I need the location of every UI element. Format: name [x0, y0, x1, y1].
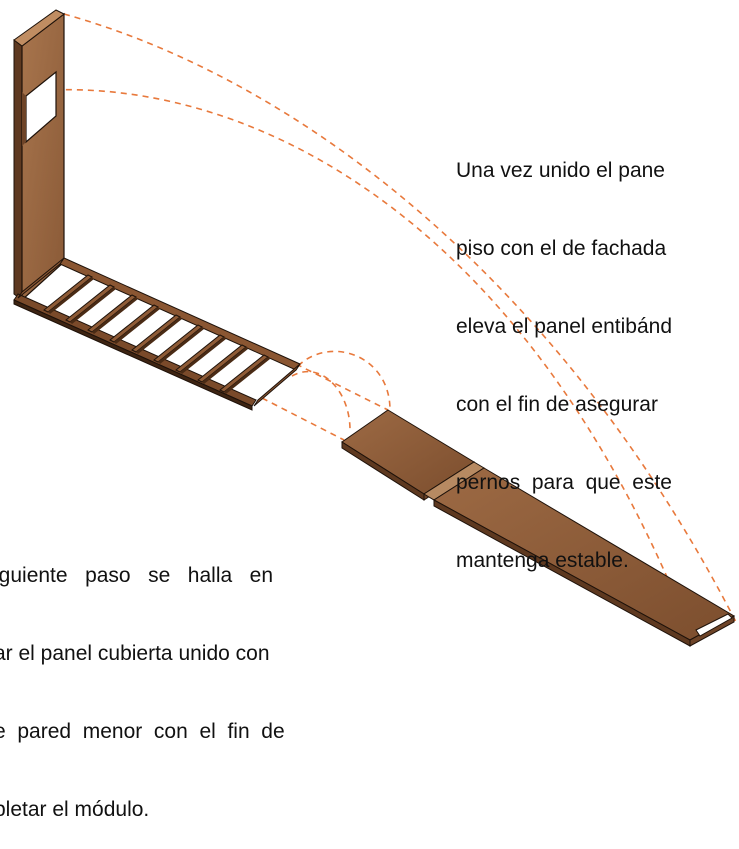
caption-right-line: mantenga estable.: [456, 549, 629, 572]
motion-paths: [21, 13, 737, 633]
caption-right-line: piso con el de fachada: [456, 237, 667, 260]
caption-left-line: ar el panel cubierta unido con: [0, 642, 270, 665]
floor-frame: [13, 257, 301, 411]
floor-joists: [43, 274, 269, 393]
caption-right-line: con el fin de asegurar: [456, 393, 658, 416]
arc-wall-top-to-roof-end: [63, 13, 737, 623]
caption-left: iguiente paso se halla en ar el panel cu…: [0, 511, 285, 849]
guide-floor-to-roof-1: [295, 363, 389, 411]
caption-right-line: eleva el panel entibánd: [456, 315, 673, 338]
caption-left-line: pletar el módulo.: [0, 798, 150, 821]
floor-rail-back: [59, 257, 301, 371]
wall-panel: [13, 9, 65, 302]
caption-left-line: e pared menor con el fin de: [0, 720, 285, 743]
caption-right-line: pernos para que este: [456, 471, 672, 494]
roof-panel: [341, 409, 736, 647]
caption-left-line: iguiente paso se halla en: [0, 564, 274, 587]
arc-floor-to-roof-near-2: [291, 370, 351, 431]
assembly-diagram: [13, 9, 737, 647]
caption-right-line: Una vez unido el pane: [456, 159, 665, 182]
arc-floor-to-roof-near: [297, 350, 391, 411]
guide-floor-to-roof-2: [261, 397, 345, 441]
caption-right: Una vez unido el pane piso con el de fac…: [456, 106, 672, 600]
